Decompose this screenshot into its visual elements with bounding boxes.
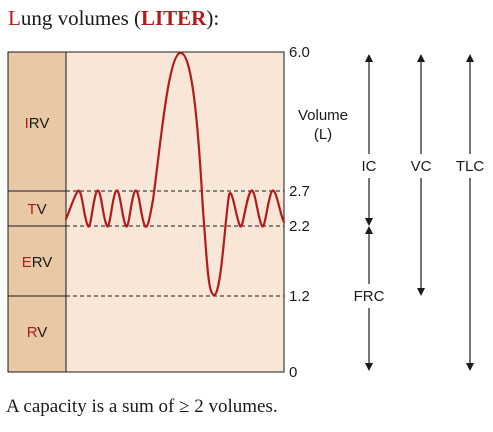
capacity-label-frc: FRC bbox=[354, 288, 385, 305]
title-first-letter: L bbox=[8, 6, 21, 30]
volume-label-tv: TV bbox=[27, 201, 46, 218]
level-label-2-7: 2.7 bbox=[289, 183, 310, 200]
capacity-arrows bbox=[365, 54, 474, 371]
level-label-6: 6.0 bbox=[289, 44, 310, 61]
level-lines bbox=[66, 51, 284, 297]
volume-label-erv: ERV bbox=[22, 254, 53, 271]
level-label-2-2: 2.2 bbox=[289, 218, 310, 235]
volume-column bbox=[7, 51, 67, 373]
level-label-1-2: 1.2 bbox=[289, 288, 310, 305]
capacity-label-tlc: TLC bbox=[456, 158, 485, 175]
title-text: ung volumes ( bbox=[20, 6, 141, 30]
volume-label-rv: RV bbox=[27, 324, 48, 341]
capacity-label-ic: IC bbox=[362, 158, 377, 175]
spirometry-trace bbox=[64, 51, 286, 297]
volume-label-irv: IRV bbox=[25, 115, 50, 132]
diagram-title: Lung volumes (LITER): bbox=[8, 6, 219, 31]
capacity-label-vc: VC bbox=[411, 158, 432, 175]
axis-label-unit: (L) bbox=[314, 126, 332, 143]
title-unit: LITER bbox=[140, 6, 207, 30]
axis-label-volume: Volume bbox=[298, 107, 348, 124]
level-label-0: 0 bbox=[289, 364, 297, 381]
title-close: ): bbox=[206, 6, 220, 30]
caption: A capacity is a sum of ≥ 2 volumes. bbox=[6, 396, 278, 417]
